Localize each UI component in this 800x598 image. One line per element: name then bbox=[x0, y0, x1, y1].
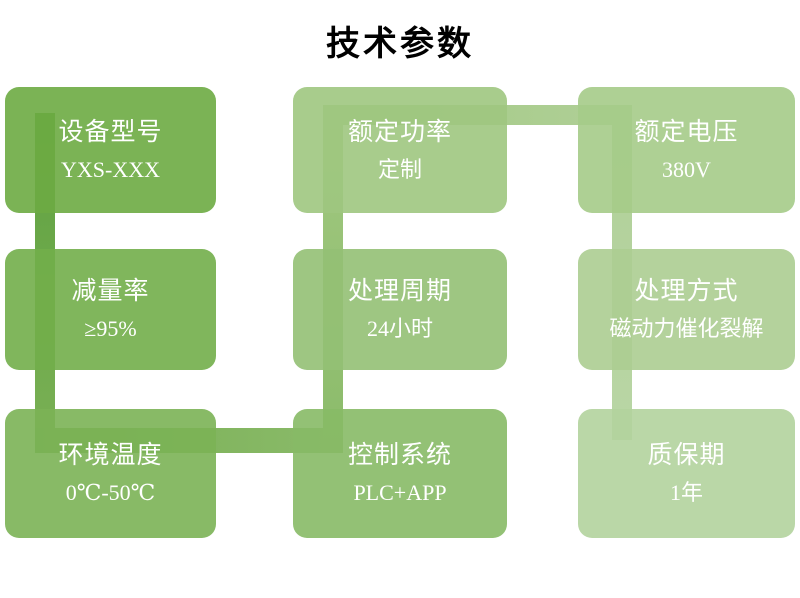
param-value: 0℃-50℃ bbox=[65, 480, 156, 505]
param-value: 定制 bbox=[377, 156, 422, 182]
param-value: 磁动力催化裂解 bbox=[609, 316, 764, 341]
param-value: 380V bbox=[662, 156, 711, 182]
param-box-device-model: 设备型号 YXS-XXX bbox=[5, 87, 216, 213]
param-value: ≥95% bbox=[84, 316, 137, 341]
param-label: 环境温度 bbox=[58, 442, 163, 469]
param-label: 减量率 bbox=[71, 278, 150, 305]
param-box-ambient-temperature: 环境温度 0℃-50℃ bbox=[5, 409, 216, 538]
param-label: 额定电压 bbox=[634, 118, 739, 146]
param-label: 额定功率 bbox=[347, 118, 452, 146]
param-box-control-system: 控制系统 PLC+APP bbox=[293, 409, 507, 538]
param-value: 24小时 bbox=[366, 316, 433, 341]
param-box-processing-cycle: 处理周期 24小时 bbox=[293, 249, 507, 370]
param-box-rated-voltage: 额定电压 380V bbox=[578, 87, 795, 213]
param-label: 质保期 bbox=[647, 442, 726, 469]
param-box-processing-method: 处理方式 磁动力催化裂解 bbox=[578, 249, 795, 370]
param-box-reduction-rate: 减量率 ≥95% bbox=[5, 249, 216, 370]
param-value: YXS-XXX bbox=[61, 156, 160, 182]
param-box-warranty: 质保期 1年 bbox=[578, 409, 795, 538]
param-label: 设备型号 bbox=[58, 118, 163, 146]
page-title: 技术参数 bbox=[326, 25, 474, 63]
param-box-rated-power: 额定功率 定制 bbox=[293, 87, 507, 213]
param-label: 处理方式 bbox=[634, 278, 739, 305]
param-value: PLC+APP bbox=[353, 480, 447, 505]
param-value: 1年 bbox=[669, 480, 703, 505]
param-label: 处理周期 bbox=[347, 278, 452, 305]
param-label: 控制系统 bbox=[347, 442, 452, 469]
